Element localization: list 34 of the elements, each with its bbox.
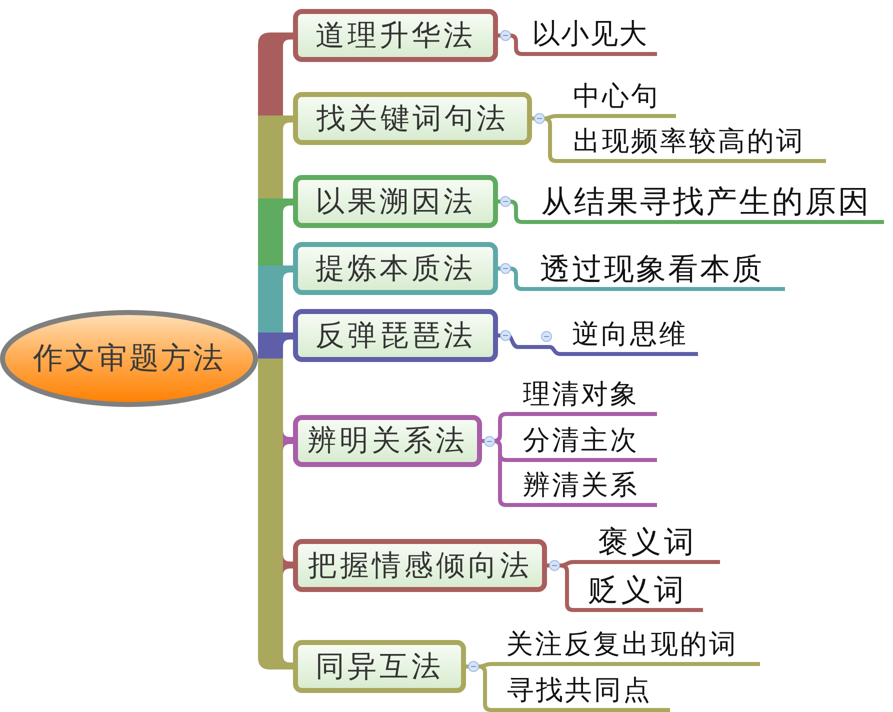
topic-box: 提炼本质法 <box>293 242 498 295</box>
underlined-topic: 褒义词 <box>573 524 720 564</box>
topic-box: 道理升华法 <box>293 9 498 62</box>
underlined-topic: 出现频率较高的词 <box>556 123 826 163</box>
underlined-topic: 以小见大 <box>522 16 657 56</box>
underlined-topic: 从结果寻找产生的原因 <box>522 184 884 224</box>
connector <box>494 439 502 454</box>
connector <box>544 114 556 120</box>
connector <box>478 664 492 712</box>
underlined-topic: 分清主次 <box>506 422 657 462</box>
connector <box>478 662 492 668</box>
connector <box>560 560 574 568</box>
connector <box>498 454 506 507</box>
connector <box>498 334 560 356</box>
underlined-topic: 逆向思维 <box>560 316 698 356</box>
underlined-topic: 辨清关系 <box>506 467 657 507</box>
underlined-topic: 中心句 <box>556 78 676 118</box>
branch-connector <box>258 32 295 358</box>
topic-ellipse: 作文审题方法 <box>0 310 258 407</box>
underlined-topic: 寻找共同点 <box>491 672 670 712</box>
connector <box>494 412 506 443</box>
underlined-topic: 贬义词 <box>573 572 703 612</box>
connector <box>544 116 556 163</box>
underlined-topic: 理清对象 <box>506 376 657 416</box>
topic-box: 同异互法 <box>293 640 466 693</box>
underlined-topic: 关注反复出现的词 <box>491 626 760 666</box>
topic-box: 找关键词句法 <box>293 92 532 145</box>
topic-box: 辨明关系法 <box>293 415 482 467</box>
connector <box>560 564 574 612</box>
topic-box: 以果溯因法 <box>293 175 498 228</box>
branch-connector <box>258 358 295 670</box>
topic-box: 反弹琵琶法 <box>293 309 498 362</box>
topic-box: 把握情感倾向法 <box>293 539 547 592</box>
underlined-topic: 透过现象看本质 <box>522 251 785 291</box>
